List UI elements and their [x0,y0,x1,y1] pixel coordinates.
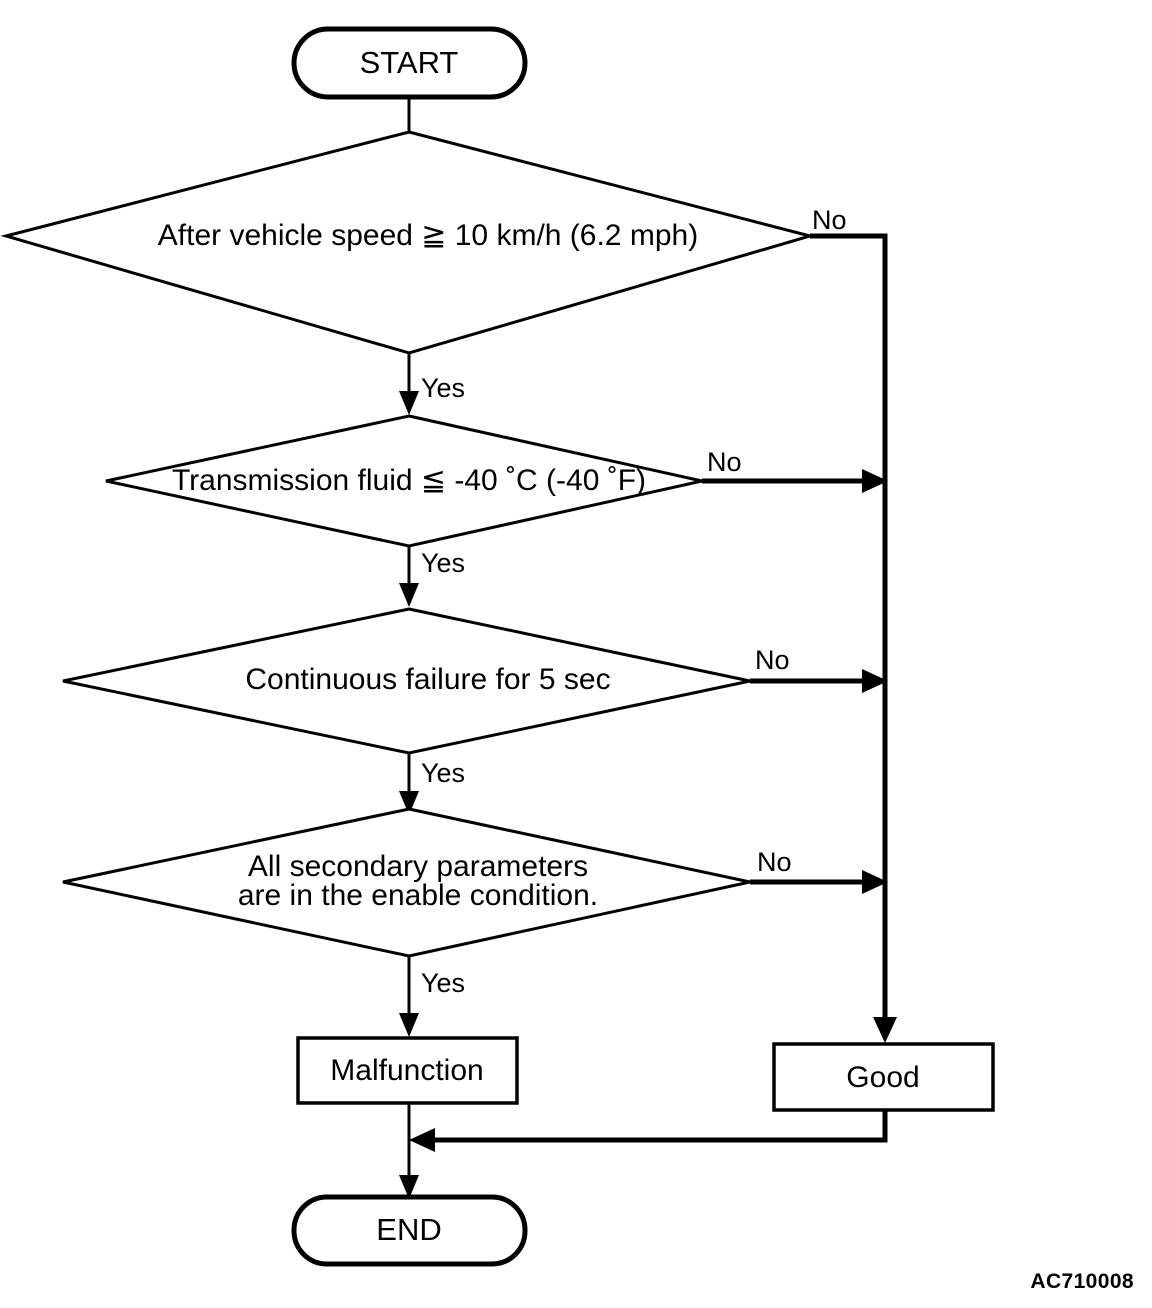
node-good: Good [772,1042,995,1112]
edge-decision2-yes-arrowhead [399,583,419,607]
edge-decision4-yes-label: Yes [421,968,465,998]
edge-decision1-yes: Yes [399,353,465,415]
edge-decision3-no-label: No [755,645,790,675]
edge-decision3-no-arrowhead [862,669,888,693]
edge-decision1-no: No [810,205,897,1043]
end-label: END [376,1212,441,1247]
edge-malfunction-to-end [399,1103,419,1199]
edge-decision2-no-arrowhead [862,469,888,493]
edge-decision1-yes-arrowhead [399,391,419,415]
edge-decision4-no: No [750,847,888,894]
node-decision4: All secondary parameters are in the enab… [62,807,751,958]
node-start: START [291,26,528,100]
edge-good-to-end [409,1110,888,1152]
figure-code: AC710008 [1030,1270,1134,1293]
edge-decision3-yes-label: Yes [421,758,465,788]
edge-good-to-end-line [425,1110,888,1143]
node-decision2: Transmission fluid ≦ -40 ˚C (-40 ˚F) [105,414,703,548]
edge-decision1-no-line [810,233,888,1030]
decision2-label: Transmission fluid ≦ -40 ˚C (-40 ˚F) [172,464,646,497]
decision3-label: Continuous failure for 5 sec [245,663,610,696]
edge-decision2-yes: Yes [399,546,465,607]
edge-decision2-yes-label: Yes [421,548,465,578]
node-malfunction: Malfunction [296,1036,519,1105]
edge-good-to-end-arrowhead [409,1128,435,1152]
decision1-label: After vehicle speed ≧ 10 km/h (6.2 mph) [158,219,698,252]
edge-decision4-no-arrowhead [862,870,888,894]
good-label: Good [846,1061,919,1094]
edge-decision3-no: No [750,645,888,693]
edge-decision4-yes: Yes [399,956,465,1037]
node-end: END [291,1194,528,1267]
decision4-label-line1: All secondary parameters [248,850,588,883]
start-label: START [360,45,459,80]
edge-decision4-yes-arrowhead [399,1013,419,1037]
node-decision3: Continuous failure for 5 sec [62,607,751,755]
good-shape [772,1042,995,1112]
malfunction-label: Malfunction [330,1054,483,1087]
edge-decision3-yes: Yes [399,753,465,815]
end-shape [291,1194,528,1267]
edge-right-rail-arrowhead [873,1017,897,1043]
edge-decision1-yes-label: Yes [421,373,465,403]
edge-decision4-no-label: No [757,847,792,877]
edge-decision1-no-label: No [812,205,847,235]
edge-decision2-no: No [702,447,888,493]
edge-decision3-yes-arrowhead [399,791,419,815]
decision4-label-line2: are in the enable condition. [238,879,598,912]
node-decision1: After vehicle speed ≧ 10 km/h (6.2 mph) [0,130,816,355]
edge-decision2-no-label: No [707,447,742,477]
edge-malfunction-to-end-arrowhead [399,1175,419,1199]
